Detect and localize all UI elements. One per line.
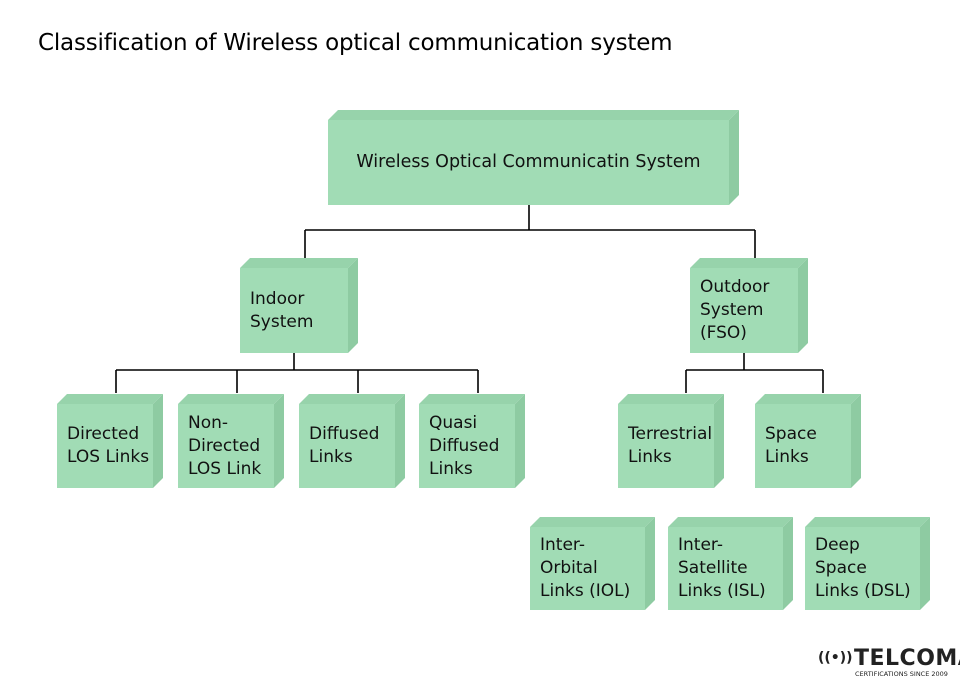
isl-box-side xyxy=(783,517,793,610)
non-directed-los-box-top xyxy=(178,394,284,404)
space-box-top xyxy=(755,394,861,404)
telcoma-logo: ((•)) TELCOMA CERTIFICATIONS SINCE 2009 xyxy=(818,646,960,682)
page-title: Classification of Wireless optical commu… xyxy=(38,30,673,56)
directed-los-box xyxy=(57,404,153,488)
indoor-box xyxy=(240,268,348,353)
outdoor-label: Outdoor System (FSO) xyxy=(700,277,770,343)
isl-box xyxy=(668,527,783,610)
terrestrial-label: Terrestrial Links xyxy=(628,424,713,467)
iol-box xyxy=(530,527,645,610)
dsl-box-top xyxy=(805,517,930,527)
quasi-diffused-box-side xyxy=(515,394,525,488)
space-box-side xyxy=(851,394,861,488)
space-box xyxy=(755,404,851,488)
wireless-signal-icon: ((•)) xyxy=(818,650,853,666)
terrestrial-box-side xyxy=(714,394,724,488)
indoor-box-top xyxy=(240,258,358,268)
logo-tagline: CERTIFICATIONS SINCE 2009 xyxy=(855,670,948,678)
terrestrial-box xyxy=(618,404,714,488)
root-box-side xyxy=(729,110,739,205)
diffused-box xyxy=(299,404,395,488)
diffused-box-top xyxy=(299,394,405,404)
quasi-diffused-box xyxy=(419,404,515,488)
outdoor-box-side xyxy=(798,258,808,353)
dsl-box xyxy=(805,527,920,610)
isl-label: Inter- Satellite Links (ISL) xyxy=(678,535,766,601)
non-directed-los-label: Non- Directed LOS Link xyxy=(188,412,262,479)
non-directed-los-box-side xyxy=(274,394,284,488)
indoor-box-side xyxy=(348,258,358,353)
iol-box-side xyxy=(645,517,655,610)
directed-los-box-side xyxy=(153,394,163,488)
quasi-diffused-box-top xyxy=(419,394,525,404)
directed-los-label: Directed LOS Links xyxy=(67,424,150,467)
outdoor-box xyxy=(690,268,798,353)
directed-los-box-top xyxy=(57,394,163,404)
indoor-label: Indoor System xyxy=(250,288,314,332)
dsl-label: Deep Space Links (DSL) xyxy=(815,535,911,601)
iol-label: Inter- Orbital Links (IOL) xyxy=(540,535,631,601)
root-box-top xyxy=(328,110,739,120)
isl-box-top xyxy=(668,517,793,527)
quasi-diffused-label: Quasi Diffused Links xyxy=(429,412,500,479)
diffused-box-side xyxy=(395,394,405,488)
terrestrial-box-top xyxy=(618,394,724,404)
root-label: Wireless Optical Communicatin System xyxy=(356,152,701,172)
iol-box-top xyxy=(530,517,655,527)
outdoor-box-top xyxy=(690,258,808,268)
non-directed-los-box xyxy=(178,404,274,488)
space-label: Space Links xyxy=(765,424,817,467)
logo-name: TELCOMA xyxy=(854,646,960,671)
root-box xyxy=(328,120,729,205)
diffused-label: Diffused Links xyxy=(309,424,380,467)
dsl-box-side xyxy=(920,517,930,610)
